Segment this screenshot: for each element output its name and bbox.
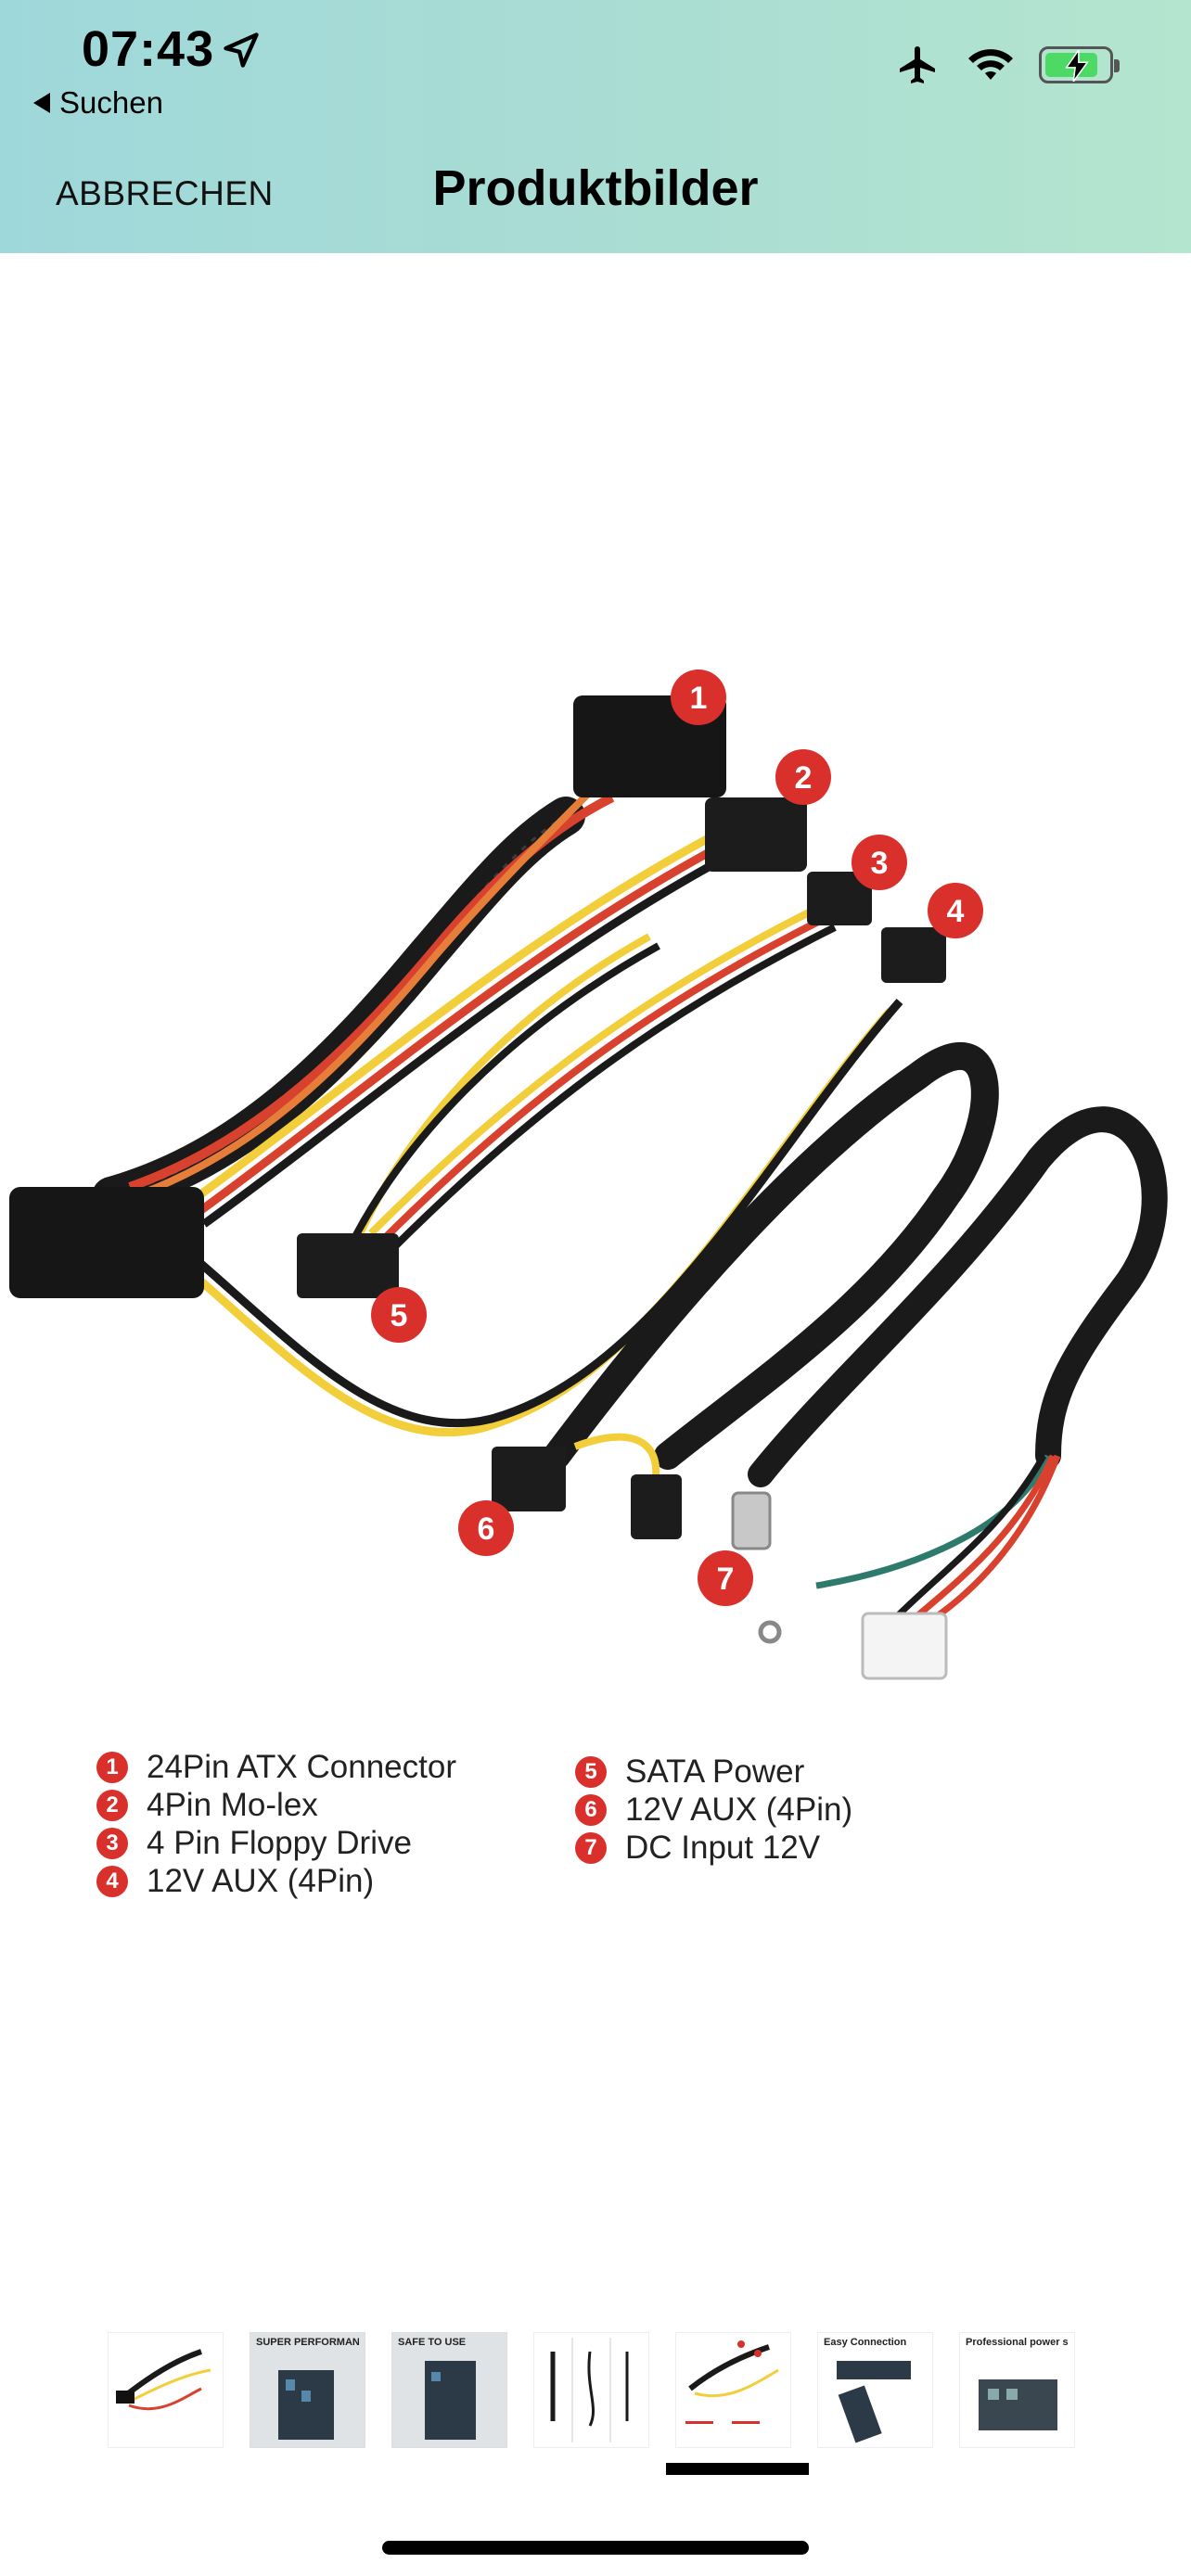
svg-text:3: 3 xyxy=(871,846,889,881)
number-badge: 5 xyxy=(575,1755,607,1788)
top-header: 07:43 Suchen ABBRECHEN Produktbilder xyxy=(0,0,1191,253)
thumbnail-module-image xyxy=(278,2370,334,2440)
legend-label: 4Pin Mo-lex xyxy=(147,1786,318,1823)
number-badge: 6 xyxy=(575,1793,607,1826)
battery-charging-icon xyxy=(1039,46,1120,83)
connector-24pin-bottom xyxy=(9,1187,204,1298)
connector-molex xyxy=(705,797,807,872)
number-badge: 1 xyxy=(96,1751,128,1783)
status-icons xyxy=(894,43,1120,87)
thumbnail-label: Professional power supply module xyxy=(966,2337,1069,2348)
legend-item: 6 12V AUX (4Pin) xyxy=(575,1791,852,1829)
wifi-icon xyxy=(968,49,1013,80)
legend-label: 12V AUX (4Pin) xyxy=(625,1791,853,1828)
svg-text:5: 5 xyxy=(391,1298,408,1333)
page-title: Produktbilder xyxy=(432,160,759,216)
thumbnail-cables-grid-image xyxy=(550,2338,629,2442)
connector-aux-top xyxy=(881,927,946,983)
legend-right: 5 SATA Power 6 12V AUX (4Pin) 7 DC Input… xyxy=(575,1753,852,1867)
number-badge: 4 xyxy=(96,1865,128,1897)
airplane-icon xyxy=(900,46,935,83)
legend-item: 3 4 Pin Floppy Drive xyxy=(96,1824,456,1862)
thumbnail-module-image xyxy=(979,2379,1057,2430)
product-image[interactable]: 1 2 3 4 5 6 7 xyxy=(0,640,1191,1734)
svg-text:1: 1 xyxy=(690,681,708,716)
legend-label: 12V AUX (4Pin) xyxy=(147,1862,375,1899)
legend-item: 2 4Pin Mo-lex xyxy=(96,1786,456,1824)
home-indicator[interactable] xyxy=(382,2541,809,2555)
thumbnail-label: Easy Connection xyxy=(824,2337,907,2348)
thumbnail-3[interactable]: SAFE TO USE xyxy=(391,2332,507,2448)
legend-label: 4 Pin Floppy Drive xyxy=(147,1824,412,1861)
svg-text:2: 2 xyxy=(795,760,813,796)
legend-item: 7 DC Input 12V xyxy=(575,1829,852,1867)
number-badge: 2 xyxy=(96,1789,128,1821)
thumbnail-1[interactable] xyxy=(108,2332,224,2448)
thumbnail-cables-image xyxy=(685,2340,779,2424)
thumbnail-2[interactable]: SUPER PERFORMANCE xyxy=(250,2332,365,2448)
number-badge: 7 xyxy=(575,1831,607,1864)
legend-item: 1 24Pin ATX Connector xyxy=(96,1748,456,1786)
thumbnail-strip: SUPER PERFORMANCE SAFE TO USE xyxy=(108,2332,1075,2448)
back-triangle-icon xyxy=(33,93,50,113)
thumbnail-cables-image xyxy=(116,2349,211,2411)
thumbnail-module-image xyxy=(425,2361,476,2440)
number-badge: 3 xyxy=(96,1827,128,1859)
legend-label: 24Pin ATX Connector xyxy=(147,1748,456,1785)
legend-item: 5 SATA Power xyxy=(575,1753,852,1791)
location-arrow-icon xyxy=(224,32,259,68)
thumbnail-5-active[interactable] xyxy=(675,2332,791,2448)
svg-text:6: 6 xyxy=(478,1511,495,1547)
thumbnail-7[interactable]: Professional power supply module xyxy=(959,2332,1075,2448)
thumbnail-label: SAFE TO USE xyxy=(398,2337,467,2348)
charging-bolt-icon xyxy=(1065,50,1089,82)
status-time: 07:43 xyxy=(82,21,215,77)
connector-dc-input xyxy=(731,1491,772,1550)
svg-text:7: 7 xyxy=(717,1562,735,1597)
legend-item: 4 12V AUX (4Pin) xyxy=(96,1862,456,1900)
cancel-button[interactable]: ABBRECHEN xyxy=(56,174,274,212)
thumbnail-label: SUPER PERFORMANCE xyxy=(256,2337,359,2348)
connector-sata xyxy=(297,1233,399,1298)
legend-left: 1 24Pin ATX Connector 2 4Pin Mo-lex 3 4 … xyxy=(96,1748,456,1900)
back-label: Suchen xyxy=(59,85,163,120)
battery-cap xyxy=(1114,59,1120,72)
thumbnail-4[interactable] xyxy=(533,2332,649,2448)
svg-text:4: 4 xyxy=(947,894,965,929)
active-thumbnail-indicator xyxy=(666,2463,809,2475)
thumbnail-module-image xyxy=(837,2361,911,2443)
legend-label: DC Input 12V xyxy=(625,1829,821,1866)
legend-label: SATA Power xyxy=(625,1753,805,1790)
thumbnail-6[interactable]: Easy Connection xyxy=(817,2332,933,2448)
connector-floppy xyxy=(807,872,872,925)
connector-aux-bottom xyxy=(492,1447,566,1511)
back-to-search-link[interactable]: Suchen xyxy=(33,85,163,121)
